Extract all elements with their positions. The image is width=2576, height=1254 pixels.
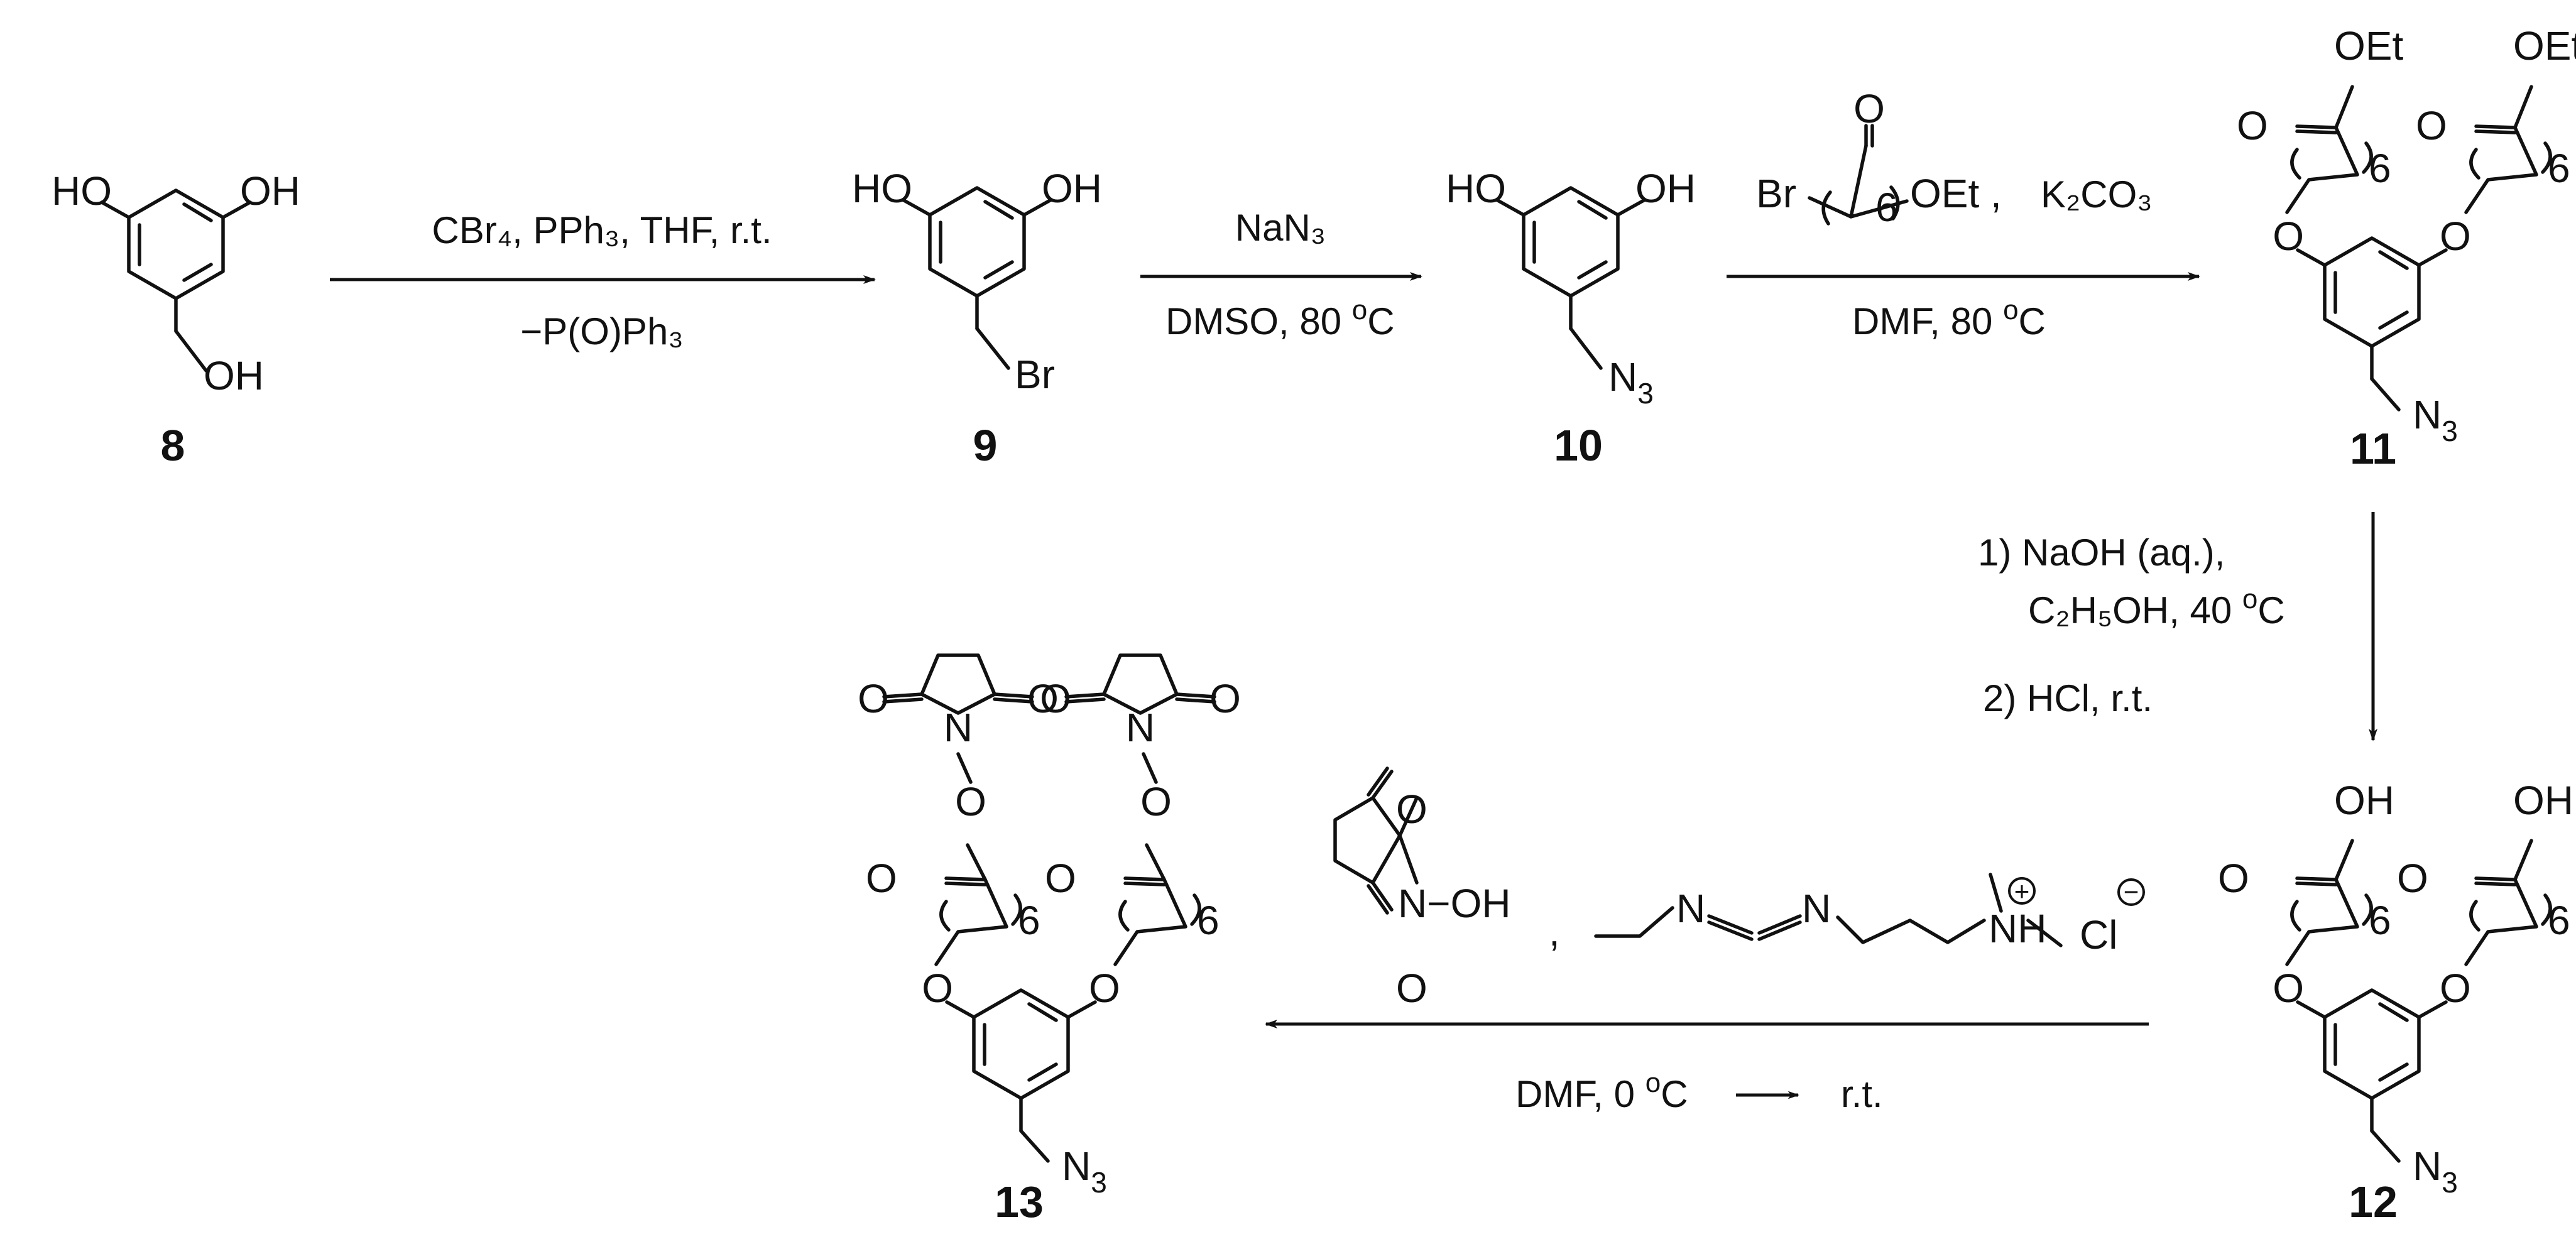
compound-number: 9 xyxy=(973,421,998,470)
chain-repeat-count: 6 xyxy=(2548,898,2570,943)
atom-label-ho: HO xyxy=(1446,166,1506,211)
step2-conditions: DMSO, 80 oC xyxy=(1165,295,1395,342)
atom-label-oet: OEt xyxy=(1910,171,1979,216)
atom-label-o: O xyxy=(955,779,986,824)
atom-label-oh: OH xyxy=(204,353,264,398)
step5-conditions-end: r.t. xyxy=(1841,1073,1883,1115)
atom-label-azide: N3 xyxy=(1608,354,1654,410)
step4-conditions-line2: C₂H₅OH, 40 oC xyxy=(2028,584,2285,631)
nhs-reagent-structure: O O N−OH , xyxy=(1333,766,1560,1011)
atom-label-azide: N3 xyxy=(2413,392,2458,447)
atom-label-n-oh: N−OH xyxy=(1398,881,1511,926)
atom-label-o: O xyxy=(2273,214,2304,259)
atom-label-azide: N3 xyxy=(2413,1143,2458,1199)
compound-10-structure: HO OH N3 xyxy=(1446,166,1696,410)
step4-conditions-line1: 1) NaOH (aq.), xyxy=(1978,532,2225,574)
atom-label-oh: OH xyxy=(240,168,300,214)
positive-charge: + xyxy=(2014,876,2030,906)
chain-repeat-count: 6 xyxy=(1875,185,1898,230)
atom-label-o: O xyxy=(1209,676,1241,721)
chain-repeat-count: 6 xyxy=(2369,146,2391,191)
atom-label-o: O xyxy=(922,966,953,1011)
atom-label-nh: NH xyxy=(1989,906,2046,951)
atom-label-o: O xyxy=(1853,86,1885,131)
atom-label-n: N xyxy=(1676,886,1705,931)
atom-label-oh: OH xyxy=(1042,166,1102,211)
comma: , xyxy=(1549,909,1560,954)
atom-label-cl: Cl xyxy=(2080,912,2117,957)
atom-label-oet: OEt xyxy=(2513,23,2576,68)
atom-label-o: O xyxy=(1089,966,1120,1011)
atom-label-o: O xyxy=(866,856,897,901)
compound-12-structure: N3 O O O O OH OH 6 6 xyxy=(2218,778,2573,1199)
atom-label-br: Br xyxy=(1756,171,1796,216)
compound-8-structure: HO OH OH xyxy=(52,168,300,398)
step3-conditions: DMF, 80 oC xyxy=(1852,295,2046,342)
atom-label-ho: HO xyxy=(52,168,112,214)
step1-conditions-above: CBr₄, PPh₃, THF, r.t. xyxy=(432,209,772,251)
atom-label-azide: N3 xyxy=(1062,1143,1107,1199)
compound-number: 8 xyxy=(161,421,185,470)
compound-9-structure: HO OH Br xyxy=(852,166,1102,397)
compound-number: 13 xyxy=(995,1177,1044,1226)
step2-reagent: NaN₃ xyxy=(1235,207,1326,249)
chain-repeat-count: 6 xyxy=(1197,898,1220,943)
step3-reagent-structure: Br O 6 OEt , K₂CO₃ xyxy=(1756,86,2153,230)
chain-repeat-count: 6 xyxy=(2369,898,2391,943)
atom-label-oet: OEt xyxy=(2334,23,2403,68)
edc-reagent-structure: N O N NH + Cl − xyxy=(1594,873,2145,957)
atom-label-o: O xyxy=(1396,966,1427,1011)
chain-repeat-count: 6 xyxy=(2548,146,2570,191)
atom-label-o: O xyxy=(858,676,889,721)
atom-label-oh: OH xyxy=(2513,778,2573,823)
atom-label-o: O xyxy=(1040,676,1071,721)
atom-label-o: O xyxy=(2397,856,2428,901)
step1-conditions-below: −P(O)Ph₃ xyxy=(520,310,684,352)
atom-label-o: O xyxy=(2237,103,2268,148)
atom-label-n: N xyxy=(1802,886,1831,931)
atom-label-o: O xyxy=(1396,787,1427,832)
negative-charge: − xyxy=(2124,877,2139,907)
atom-label-oh: OH xyxy=(1635,166,1696,211)
atom-label-o: O xyxy=(2416,103,2447,148)
comma: , xyxy=(1990,171,2002,216)
atom-label-o: O xyxy=(1045,856,1076,901)
atom-label-o: O xyxy=(2273,966,2304,1011)
compound-13-structure: N3 O O O O 6 6 O O N N O O O O xyxy=(858,655,1241,1199)
atom-label-oh: OH xyxy=(2334,778,2394,823)
compound-number: 10 xyxy=(1554,421,1603,470)
atom-label-br: Br xyxy=(1015,352,1055,397)
compound-11-structure: N3 O O O O OEt OEt 6 6 xyxy=(2237,23,2576,447)
atom-label-o: O xyxy=(1140,779,1172,824)
compound-number: 12 xyxy=(2349,1177,2398,1226)
atom-label-o: O xyxy=(2440,966,2471,1011)
atom-label-o: O xyxy=(1027,676,1059,721)
atom-label-ho: HO xyxy=(852,166,912,211)
compound-number: 11 xyxy=(2350,424,2396,473)
step4-conditions-line3: 2) HCl, r.t. xyxy=(1983,677,2153,719)
atom-label-o: O xyxy=(2218,856,2249,901)
step3-base: K₂CO₃ xyxy=(2041,173,2153,215)
chain-repeat-count: 6 xyxy=(1018,898,1040,943)
step5-conditions: DMF, 0 oC xyxy=(1515,1067,1688,1115)
atom-label-o: O xyxy=(2440,214,2471,259)
